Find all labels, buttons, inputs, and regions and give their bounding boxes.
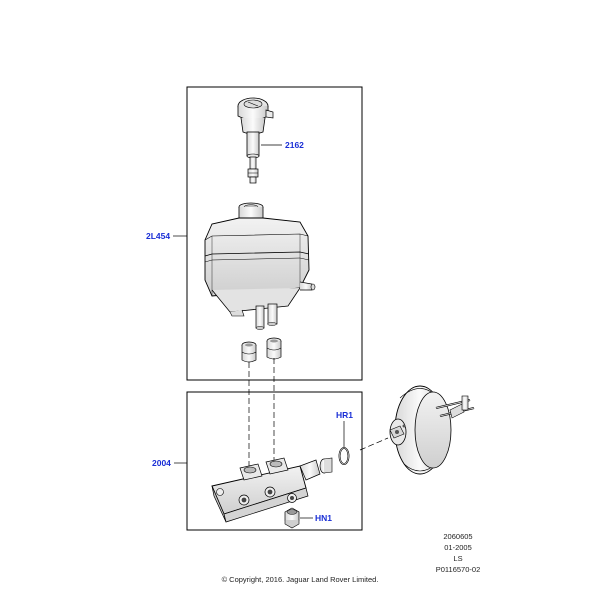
nut-hn1-part[interactable] — [284, 507, 300, 529]
callout-2004[interactable]: 2004 — [152, 458, 171, 468]
callout-2L454[interactable]: 2L454 — [146, 231, 170, 241]
drawing-reference: P0116570-02 — [435, 565, 481, 574]
drawing-code: 2060605 — [443, 532, 473, 541]
callout-2162[interactable]: 2162 — [285, 140, 304, 150]
master-cylinder-group-frame — [186, 391, 363, 531]
reservoir-seal-left-part[interactable] — [241, 341, 257, 363]
brake-fluid-reservoir-part[interactable] — [204, 202, 316, 330]
reservoir-cap-part[interactable] — [237, 97, 274, 184]
drawing-date: 01-2005 — [444, 543, 472, 552]
drawing-ls: LS — [453, 554, 463, 563]
callout-hr1[interactable]: HR1 — [336, 410, 353, 420]
brake-master-cylinder-part[interactable] — [211, 457, 333, 523]
reservoir-group-frame — [186, 86, 363, 381]
callout-hn1[interactable]: HN1 — [315, 513, 332, 523]
seal-ring-hr1-part[interactable] — [338, 447, 350, 465]
brake-booster-part[interactable] — [389, 385, 475, 475]
assembly-alignment-lines — [248, 358, 389, 470]
copyright-notice: © Copyright, 2016. Jaguar Land Rover Lim… — [221, 575, 379, 584]
reservoir-seal-right-part[interactable] — [266, 337, 282, 360]
